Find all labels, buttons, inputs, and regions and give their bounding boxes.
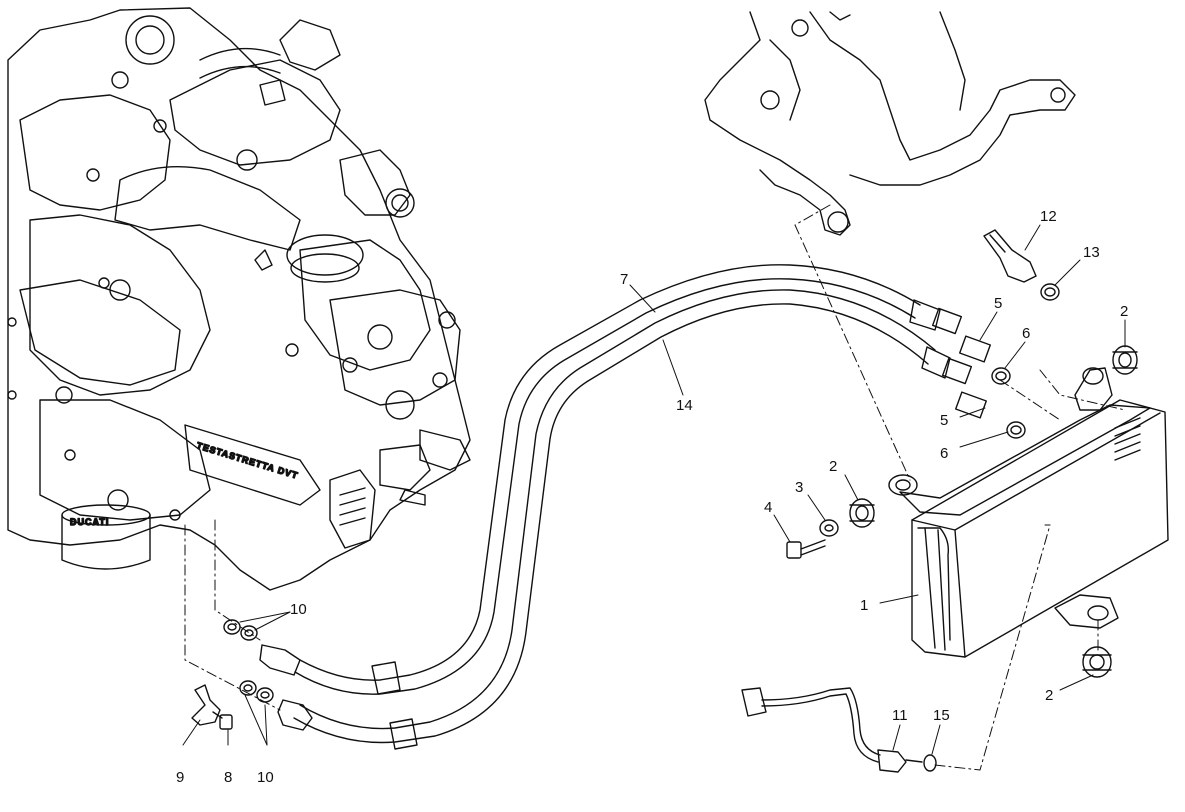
callout-10: 10	[290, 601, 307, 618]
sensor-harness	[741, 687, 937, 773]
frame-bracket	[704, 11, 1076, 236]
callout-1: 1	[860, 597, 868, 614]
oil-cooler	[786, 345, 1169, 678]
callout-3: 3	[795, 479, 803, 496]
callout-14: 14	[676, 397, 693, 414]
callout-5: 5	[994, 295, 1002, 312]
engine-plate-text: TESTASTRETTA DVT	[195, 440, 299, 481]
callout-2: 2	[829, 458, 837, 475]
callout-7: 7	[620, 271, 628, 288]
oil-hoses	[259, 264, 973, 750]
callout-2: 2	[1120, 303, 1128, 320]
callout-11: 11	[892, 707, 908, 724]
rubber-grommet	[1082, 646, 1112, 678]
temperature-sensor	[983, 229, 1060, 301]
rubber-grommet	[849, 498, 875, 528]
callout-13: 13	[1083, 244, 1100, 261]
screw	[786, 539, 826, 559]
union-fittings	[955, 335, 1026, 439]
callout-6: 6	[1022, 325, 1030, 342]
assembly-lines	[184, 204, 1126, 771]
callout-5: 5	[940, 412, 948, 429]
sealing-washer	[923, 754, 937, 772]
callout-labels: 1 2 2 2 3 4 5 5 6 6 7 8 9 10 10 11 12 13…	[176, 208, 1128, 786]
spacer-washer	[819, 519, 839, 537]
callout-9: 9	[176, 769, 184, 786]
callout-2: 2	[1045, 687, 1053, 704]
callout-15: 15	[933, 707, 950, 724]
hose-clip-and-seals	[191, 619, 274, 730]
rubber-grommet	[1112, 345, 1138, 375]
callout-4: 4	[764, 499, 772, 516]
callout-10: 10	[257, 769, 274, 786]
leader-lines	[182, 224, 1126, 755]
callout-8: 8	[224, 769, 232, 786]
callout-6: 6	[940, 445, 948, 462]
engine-logo-text: DUCATI	[70, 517, 109, 527]
engine-assembly: TESTASTRETTA DVT DUCATI	[7, 7, 471, 591]
callout-12: 12	[1040, 208, 1057, 225]
